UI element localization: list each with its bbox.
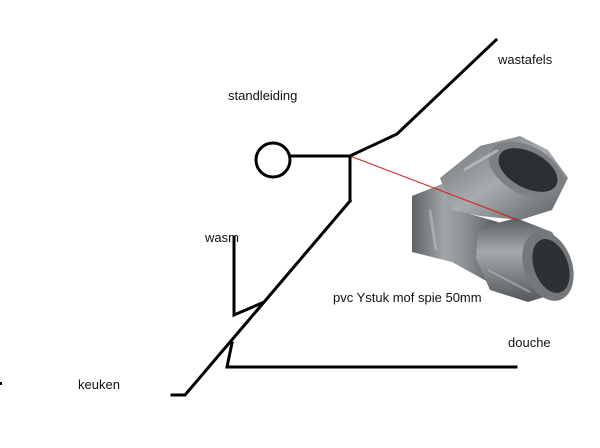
label-douche: douche	[508, 335, 551, 350]
label-wastafels: wastafels	[498, 52, 553, 67]
label-pvc-ystuk: pvc Ystuk mof spie 50mm	[333, 290, 482, 305]
label-wasm: wasm	[205, 230, 239, 245]
pipe-network	[170, 37, 518, 397]
branch-socket-opening	[532, 239, 570, 293]
pipe-douche	[225, 341, 518, 369]
top-socket-opening	[498, 148, 558, 192]
stray-dot	[0, 382, 2, 385]
pvc-y-fitting-image	[408, 132, 574, 302]
standpipe-circle	[254, 141, 292, 179]
pipe-wasm	[232, 235, 264, 318]
pointer-line	[349, 155, 519, 221]
pipe-main-diagonal	[170, 198, 353, 397]
label-standleiding: standleiding	[228, 88, 298, 103]
label-keuken: keuken	[78, 377, 120, 392]
pipe-wastafels	[348, 37, 499, 158]
